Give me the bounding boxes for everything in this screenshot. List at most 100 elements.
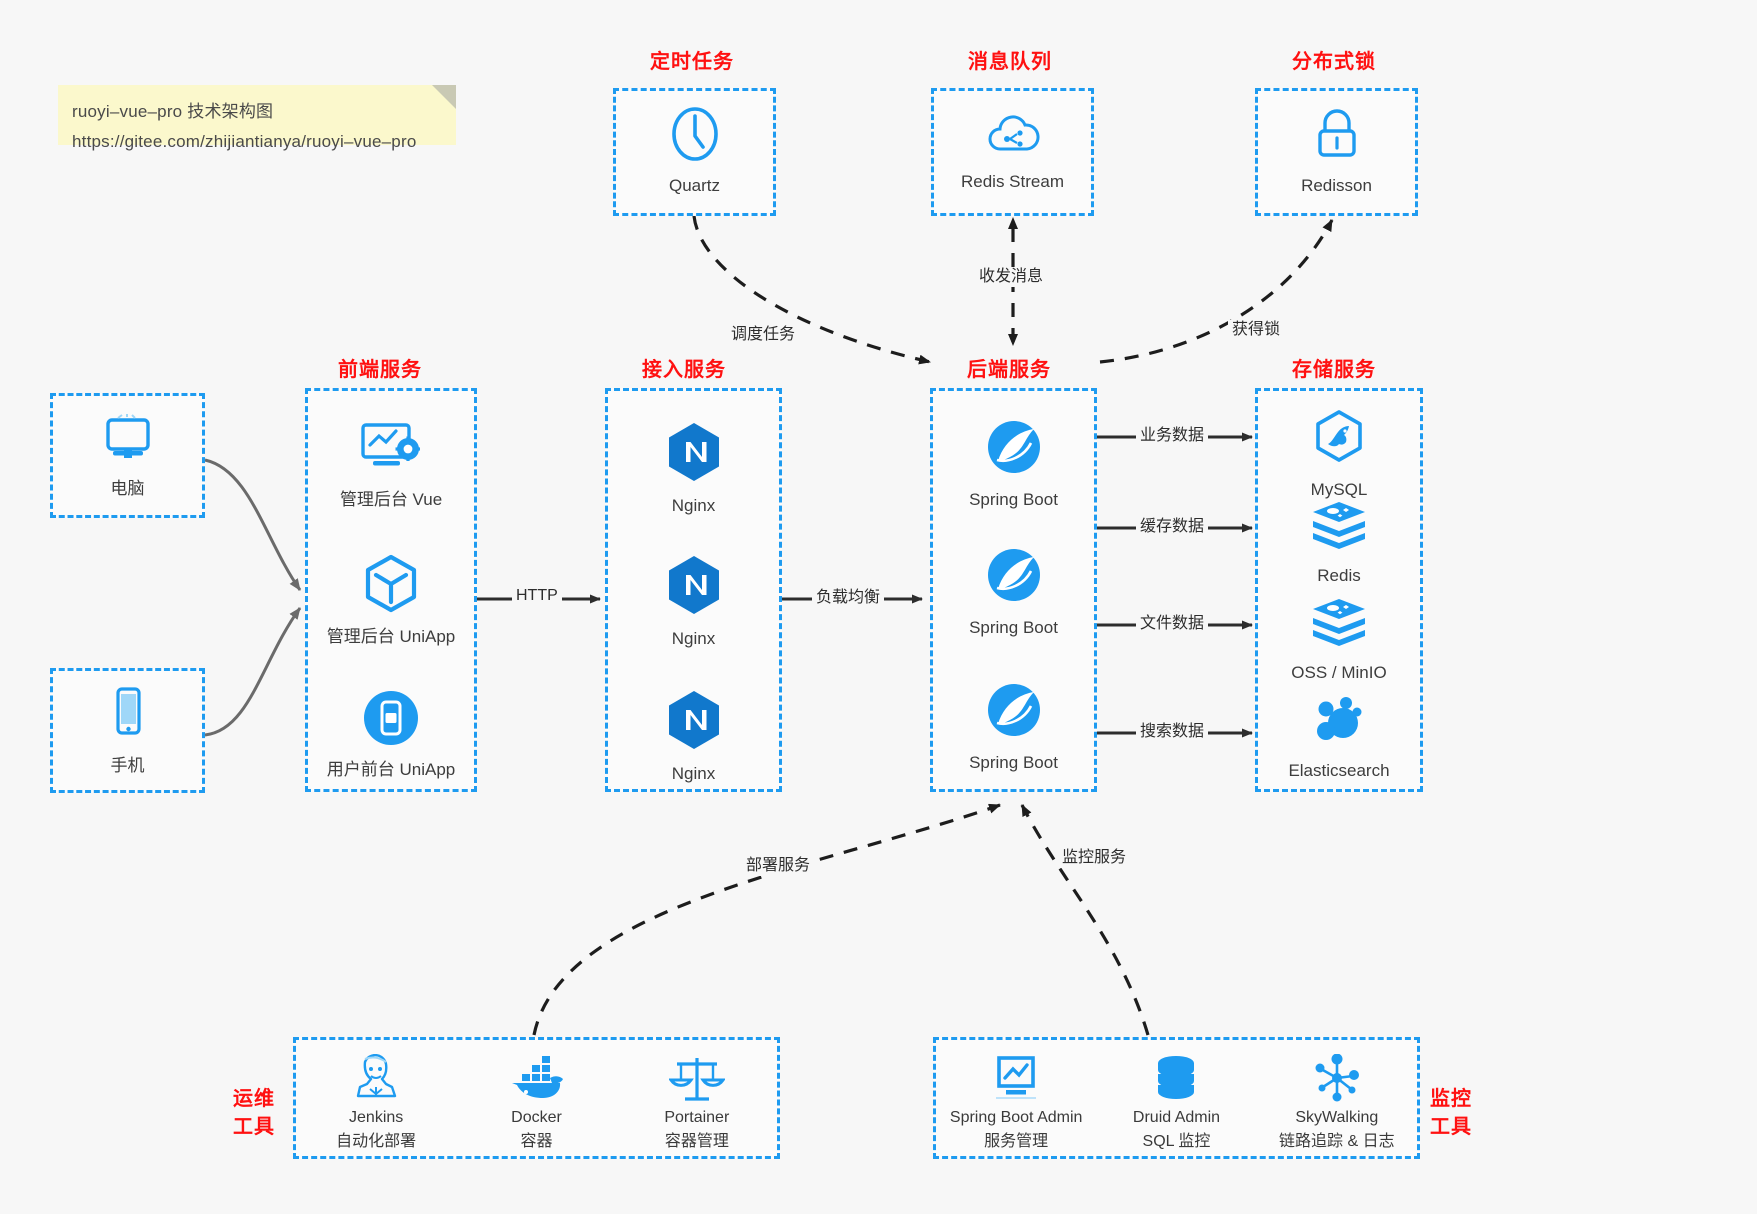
node-jenkins-label: Jenkins bbox=[349, 1109, 404, 1126]
nginx-icon bbox=[665, 554, 723, 621]
group-backend[interactable]: Spring Boot Spring Boot Spring Boot bbox=[930, 388, 1097, 792]
node-druid-admin[interactable]: Druid Admin SQL 监控 bbox=[1096, 1054, 1256, 1151]
edge-label-http: HTTP bbox=[512, 586, 562, 606]
jenkins-icon bbox=[349, 1053, 403, 1109]
node-spring-boot-2[interactable]: Spring Boot bbox=[933, 545, 1094, 640]
group-mq[interactable]: Redis Stream bbox=[931, 88, 1094, 216]
node-mysql-label: MySQL bbox=[1310, 480, 1368, 499]
group-lock-title: 分布式锁 bbox=[1292, 51, 1376, 73]
node-docker-sub: 容器 bbox=[520, 1133, 553, 1150]
node-spring-boot-1[interactable]: Spring Boot bbox=[933, 417, 1094, 512]
group-device-phone[interactable]: 手机 bbox=[50, 668, 205, 793]
node-admin-uniapp[interactable]: 管理后台 UniApp bbox=[308, 554, 474, 649]
group-scheduler[interactable]: Quartz bbox=[613, 88, 776, 216]
clock-icon bbox=[666, 105, 724, 168]
node-redisson[interactable]: Redisson bbox=[1258, 107, 1415, 198]
spring-boot-icon bbox=[984, 680, 1044, 745]
node-portainer-sub: 容器管理 bbox=[664, 1133, 729, 1150]
node-nginx-1-label: Nginx bbox=[671, 496, 716, 515]
node-admin-vue[interactable]: 管理后台 Vue bbox=[308, 419, 474, 512]
group-storage-title: 存储服务 bbox=[1292, 359, 1376, 381]
spring-boot-icon bbox=[984, 545, 1044, 610]
group-monitor-title-line1: 监控 bbox=[1430, 1088, 1472, 1110]
edge-label-get-lock: 获得锁 bbox=[1228, 320, 1285, 340]
mysql-icon bbox=[1310, 409, 1368, 472]
node-oss-minio[interactable]: OSS / MinIO bbox=[1258, 598, 1420, 685]
node-phone-label: 手机 bbox=[110, 756, 145, 775]
node-quartz[interactable]: Quartz bbox=[616, 105, 773, 198]
node-elasticsearch-label: Elasticsearch bbox=[1288, 761, 1390, 780]
edge-label-file-data: 文件数据 bbox=[1136, 614, 1209, 634]
node-skywalking[interactable]: SkyWalking 链路追踪 & 日志 bbox=[1257, 1053, 1417, 1151]
group-monitor-title: 监控 工具 bbox=[1430, 1085, 1472, 1141]
title-note: ruoyi–vue–pro 技术架构图 https://gitee.com/zh… bbox=[58, 85, 456, 151]
node-docker[interactable]: Docker 容器 bbox=[456, 1054, 616, 1151]
node-user-uniapp-label: 用户前台 UniApp bbox=[326, 760, 456, 779]
node-redis-stream[interactable]: Redis Stream bbox=[934, 109, 1091, 194]
group-monitor[interactable]: Spring Boot Admin 服务管理 Druid Admin SQL 监… bbox=[933, 1037, 1420, 1159]
node-nginx-2[interactable]: Nginx bbox=[608, 554, 779, 651]
node-portainer[interactable]: Portainer 容器管理 bbox=[617, 1054, 777, 1151]
node-oss-minio-label: OSS / MinIO bbox=[1291, 663, 1387, 682]
skywalking-icon bbox=[1310, 1053, 1364, 1109]
node-quartz-label: Quartz bbox=[668, 176, 721, 195]
group-devops-title-line1: 运维 bbox=[233, 1088, 275, 1110]
node-skywalking-sub: 链路追踪 & 日志 bbox=[1279, 1133, 1395, 1150]
node-spring-boot-1-label: Spring Boot bbox=[969, 490, 1058, 509]
group-gateway-title: 接入服务 bbox=[642, 359, 726, 381]
node-spring-boot-2-label: Spring Boot bbox=[969, 618, 1058, 637]
node-redis[interactable]: Redis bbox=[1258, 501, 1420, 588]
spring-boot-icon bbox=[984, 417, 1044, 482]
node-spring-boot-3-label: Spring Boot bbox=[969, 753, 1058, 772]
docker-icon bbox=[506, 1054, 566, 1109]
node-druid-admin-label: Druid Admin bbox=[1132, 1109, 1221, 1126]
node-admin-vue-label: 管理后台 Vue bbox=[339, 490, 443, 509]
node-mysql[interactable]: MySQL bbox=[1258, 409, 1420, 502]
group-devops[interactable]: Jenkins 自动化部署 Docker bbox=[293, 1037, 780, 1159]
elasticsearch-icon bbox=[1310, 696, 1368, 753]
node-user-uniapp[interactable]: 用户前台 UniApp bbox=[308, 689, 474, 782]
mobile-app-icon bbox=[362, 689, 420, 752]
node-phone[interactable]: 手机 bbox=[53, 687, 202, 778]
node-redis-label: Redis bbox=[1317, 566, 1361, 585]
group-devops-title-line2: 工具 bbox=[233, 1116, 275, 1138]
group-lock[interactable]: Redisson bbox=[1255, 88, 1418, 216]
node-druid-admin-sub: SQL 监控 bbox=[1142, 1133, 1211, 1150]
node-docker-label: Docker bbox=[511, 1109, 562, 1126]
group-storage[interactable]: MySQL Redis bbox=[1255, 388, 1423, 792]
edge-label-cache-data: 缓存数据 bbox=[1136, 517, 1209, 537]
node-spring-boot-3[interactable]: Spring Boot bbox=[933, 680, 1094, 775]
group-mq-title: 消息队列 bbox=[968, 51, 1052, 73]
node-elasticsearch[interactable]: Elasticsearch bbox=[1258, 696, 1420, 783]
edge-label-monitor-service: 监控服务 bbox=[1058, 848, 1131, 868]
node-pc-label: 电脑 bbox=[110, 479, 145, 498]
database-icon bbox=[1150, 1054, 1202, 1109]
group-monitor-title-line2: 工具 bbox=[1430, 1116, 1472, 1138]
group-scheduler-title: 定时任务 bbox=[650, 51, 734, 73]
edge-label-search-data: 搜索数据 bbox=[1136, 722, 1209, 742]
group-frontend[interactable]: 管理后台 Vue 管理后台 UniApp 用户前台 UniApp bbox=[305, 388, 477, 792]
redis-icon bbox=[1310, 501, 1368, 558]
note-line-1: ruoyi–vue–pro 技术架构图 bbox=[72, 102, 274, 121]
group-frontend-title: 前端服务 bbox=[338, 359, 422, 381]
dashboard-gear-icon bbox=[360, 419, 422, 482]
node-spring-boot-admin[interactable]: Spring Boot Admin 服务管理 bbox=[936, 1054, 1096, 1151]
group-gateway[interactable]: Nginx Nginx Nginx bbox=[605, 388, 782, 792]
node-nginx-3[interactable]: Nginx bbox=[608, 689, 779, 786]
node-nginx-2-label: Nginx bbox=[671, 629, 716, 648]
edge-label-schedule-task: 调度任务 bbox=[727, 325, 800, 345]
note-line-2: https://gitee.com/zhijiantianya/ruoyi–vu… bbox=[72, 132, 417, 151]
node-jenkins-sub: 自动化部署 bbox=[336, 1133, 417, 1150]
group-device-pc[interactable]: 电脑 bbox=[50, 393, 205, 518]
node-nginx-1[interactable]: Nginx bbox=[608, 421, 779, 518]
node-jenkins[interactable]: Jenkins 自动化部署 bbox=[296, 1053, 456, 1151]
monitor-chart-icon bbox=[988, 1054, 1044, 1109]
node-spring-boot-admin-sub: 服务管理 bbox=[984, 1133, 1049, 1150]
edge-label-mq-message: 收发消息 bbox=[975, 267, 1048, 287]
node-redis-stream-label: Redis Stream bbox=[961, 172, 1064, 191]
node-admin-uniapp-label: 管理后台 UniApp bbox=[326, 627, 456, 646]
padlock-icon bbox=[1310, 107, 1364, 168]
group-devops-title: 运维 工具 bbox=[233, 1085, 275, 1141]
node-pc[interactable]: 电脑 bbox=[53, 414, 202, 501]
node-redisson-label: Redisson bbox=[1301, 176, 1372, 195]
